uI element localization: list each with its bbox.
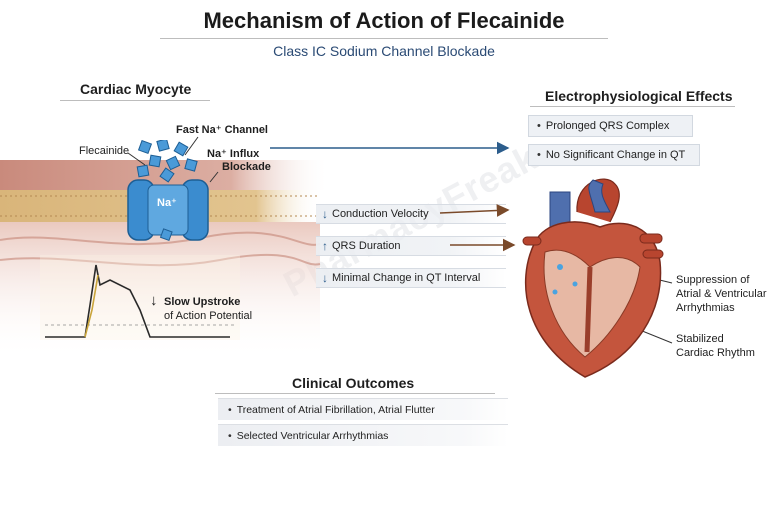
electro-item-text: No Significant Change in QT	[545, 149, 686, 161]
electro-item-qt: • No Significant Change in QT	[528, 144, 700, 166]
title-divider	[160, 38, 608, 39]
effect-row-qrs: ↑ QRS Duration	[316, 236, 506, 256]
conduction-arrow	[439, 204, 510, 217]
outcome-item-ventricular: • Selected Ventricular Arrhythmias	[218, 424, 508, 446]
suppression-label-2: Atrial & Ventricular	[676, 288, 767, 300]
outcome-text: Selected Ventricular Arrhythmias	[236, 429, 389, 442]
effect-text: Conduction Velocity	[332, 208, 429, 220]
blockade-label: Blockade	[222, 161, 271, 173]
action-potential-trace	[45, 264, 230, 338]
pulmonary-artery	[588, 179, 611, 213]
slowed-upstroke-trace	[84, 274, 99, 338]
channel-label-leaders	[127, 136, 219, 183]
heart-chambers	[543, 249, 641, 358]
action-potential-label: of Action Potential	[164, 310, 253, 322]
heart-illustration	[522, 178, 664, 378]
outcome-item-af: • Treatment of Atrial Fibrillation, Atri…	[218, 398, 508, 420]
outcomes-heading: Clinical Outcomes	[292, 375, 415, 391]
page-title: Mechanism of Action of Flecainide	[203, 8, 565, 33]
bullet: •	[228, 429, 232, 442]
outcome-text: Treatment of Atrial Fibrillation, Atrial…	[236, 403, 435, 416]
flecainide-label: Flecainide	[79, 145, 130, 157]
effect-row-qt: ↓ Minimal Change in QT Interval	[316, 268, 506, 288]
electro-item-text: Prolonged QRS Complex	[545, 120, 670, 132]
slow-upstroke-label: Slow Upstroke	[164, 296, 241, 308]
fast-na-channel-label: Fast Na⁺ Channel	[176, 124, 268, 136]
bullet: •	[537, 120, 541, 132]
myocyte-heading: Cardiac Myocyte	[80, 81, 192, 97]
na-symbol-label: Na⁺	[157, 197, 177, 209]
up-arrow-icon: ↑	[322, 239, 328, 253]
sodium-channel	[127, 140, 209, 242]
page-subtitle: Class IC Sodium Channel Blockade	[273, 43, 495, 59]
effect-text: QRS Duration	[332, 240, 401, 252]
myocyte-heading-divider	[60, 100, 210, 101]
septum	[584, 266, 593, 353]
stabilized-label-2: Cardiac Rhythm	[676, 347, 755, 359]
outcomes-heading-divider	[215, 393, 495, 394]
pulmonary-vessels	[522, 233, 664, 259]
down-arrow-icon: ↓	[322, 271, 328, 285]
effect-row-conduction: ↓ Conduction Velocity	[316, 204, 506, 224]
bullet: •	[228, 403, 232, 416]
upstroke-arrow: ↓	[150, 292, 158, 309]
bullet: •	[537, 149, 541, 161]
action-potential-graph	[40, 255, 240, 340]
suppression-label-3: Arrhythmias	[676, 302, 735, 314]
electrical-sparks	[552, 264, 578, 295]
down-arrow-icon: ↓	[322, 207, 328, 221]
electro-heading-divider	[530, 106, 735, 107]
electro-heading: Electrophysiological Effects	[545, 88, 733, 104]
stabilized-label-1: Stabilized	[676, 333, 724, 345]
effect-text: Minimal Change in QT Interval	[332, 272, 481, 284]
electro-item-qrs: • Prolonged QRS Complex	[528, 115, 693, 137]
na-influx-label: Na⁺ Influx	[207, 148, 260, 160]
suppression-label-1: Suppression of	[676, 274, 750, 286]
